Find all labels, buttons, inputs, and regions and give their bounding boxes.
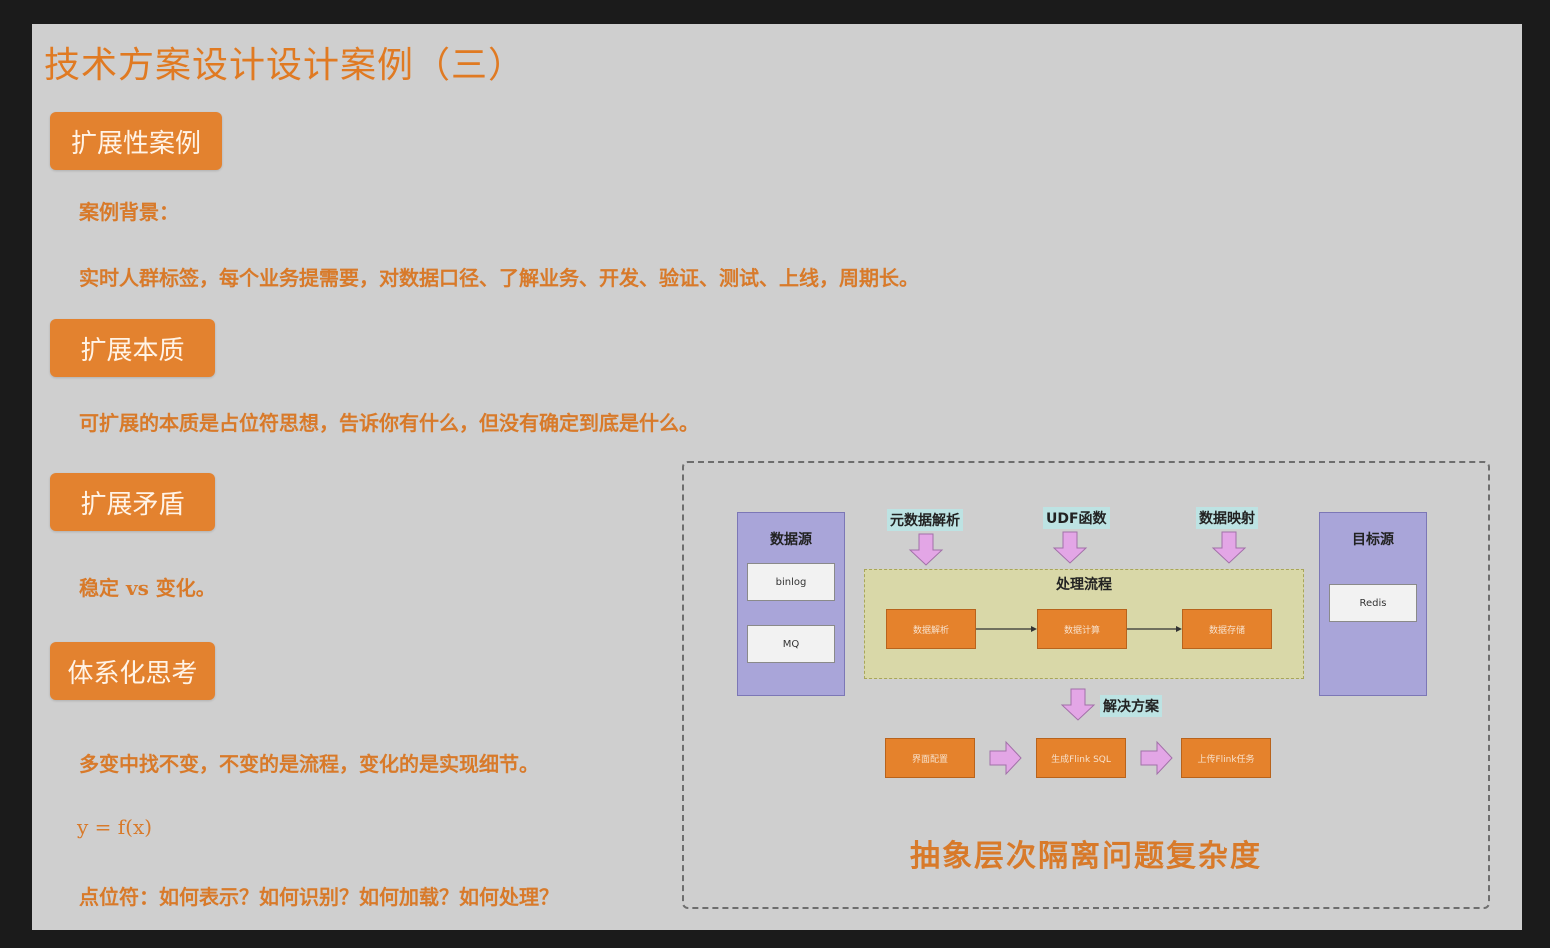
flow-step-parse: 数据解析 [886,609,976,649]
right-arrow-icon [989,740,1022,776]
target-source-panel: 目标源 Redis [1319,512,1427,696]
badge-ext-case: 扩展性案例 [50,112,222,170]
solution-step-ui-config: 界面配置 [885,738,975,778]
connector-arrow-icon [1127,626,1182,632]
label-udf-function: UDF函数 [1043,507,1110,529]
target-source-title: 目标源 [1352,532,1394,548]
down-arrow-icon [908,533,944,566]
badge-ext-conflict: 扩展矛盾 [50,473,215,531]
label-solution: 解决方案 [1100,695,1162,717]
case-background-text: 实时人群标签，每个业务提需要，对数据口径、了解业务、开发、验证、测试、上线，周期… [79,266,919,290]
down-arrow-icon [1211,531,1247,564]
solution-step-upload-task: 上传Flink任务 [1181,738,1271,778]
label-data-mapping: 数据映射 [1196,507,1258,529]
right-arrow-icon [1140,740,1173,776]
formula-text: y = f(x) [77,815,153,839]
down-arrow-icon [1052,531,1088,564]
connector-arrow-icon [976,626,1037,632]
architecture-diagram: 数据源 binlog MQ 目标源 Redis 元数据解析 UDF函数 数据映射… [682,461,1490,909]
slide: 技术方案设计设计案例（三） 扩展性案例 案例背景： 实时人群标签，每个业务提需要… [32,24,1522,930]
systematic-text: 多变中找不变，不变的是流程，变化的是实现细节。 [79,752,539,776]
badge-systematic: 体系化思考 [50,642,215,700]
processing-flow-title: 处理流程 [1056,577,1112,593]
placeholder-questions: 点位符：如何表示？如何识别？如何加载？如何处理？ [79,885,559,909]
conflict-text: 稳定 vs 变化。 [79,576,216,600]
case-background-label: 案例背景： [79,200,179,224]
source-item-binlog: binlog [747,563,835,601]
target-item-redis: Redis [1329,584,1417,622]
label-metadata-parse: 元数据解析 [887,509,963,531]
badge-ext-essence: 扩展本质 [50,319,215,377]
page-title: 技术方案设计设计案例（三） [44,45,526,86]
solution-step-generate-sql: 生成Flink SQL [1036,738,1126,778]
data-source-panel: 数据源 binlog MQ [737,512,845,696]
flow-step-compute: 数据计算 [1037,609,1127,649]
down-arrow-icon [1060,688,1096,721]
essence-text: 可扩展的本质是占位符思想，告诉你有什么，但没有确定到底是什么。 [79,411,699,435]
flow-step-store: 数据存储 [1182,609,1272,649]
source-item-mq: MQ [747,625,835,663]
processing-flow-area: 处理流程 数据解析 数据计算 数据存储 [864,569,1304,679]
data-source-title: 数据源 [770,532,812,548]
diagram-conclusion: 抽象层次隔离问题复杂度 [910,839,1262,874]
